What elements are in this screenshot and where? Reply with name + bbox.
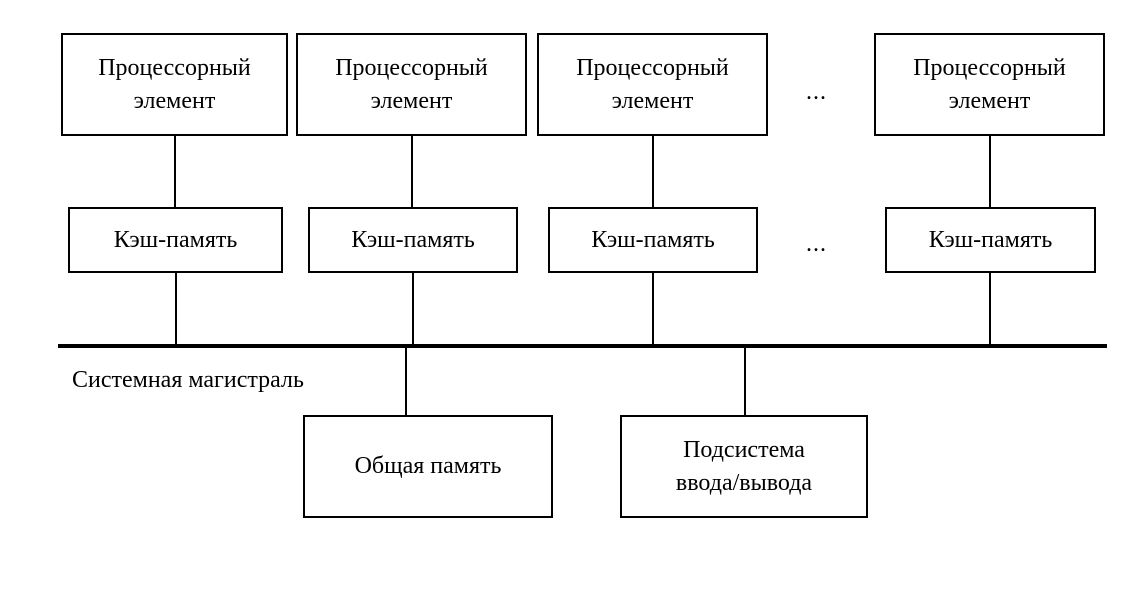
node-label-line1: Процессорный [913,55,1066,82]
connector-cache3-to-bus [652,273,654,346]
system-bus-label: Системная магистраль [72,367,304,393]
system-bus-line [58,344,1107,348]
node-label-line1: Общая память [354,453,502,480]
connector-bus-to-shared-memory [405,346,407,415]
node-label-line1: Кэш-память [351,226,475,253]
node-label-line1: Подсистема [683,437,805,464]
node-cache-memory-1[interactable]: Кэш-память [68,207,283,273]
node-label-line1: Процессорный [98,55,251,82]
connector-cache2-to-bus [412,273,414,346]
node-label-line2: элемент [133,87,216,114]
node-label-line1: Кэш-память [113,226,238,253]
node-processor-element-3[interactable]: Процессорный элемент [537,33,768,136]
node-label-line2: ввода/вывода [675,469,813,496]
node-cache-memory-3[interactable]: Кэш-память [548,207,758,273]
node-label-line1: Кэш-память [591,226,715,253]
node-processor-element-2[interactable]: Процессорный элемент [296,33,527,136]
connector-pe4-to-cache4 [989,136,991,207]
connector-bus-to-io-subsystem [744,346,746,415]
ellipsis-cache-row: ... [806,231,827,257]
node-label-line2: элемент [611,87,694,114]
node-io-subsystem[interactable]: Подсистема ввода/вывода [620,415,868,518]
connector-cache4-to-bus [989,273,991,346]
node-cache-memory-2[interactable]: Кэш-память [308,207,518,273]
node-label-line1: Процессорный [335,55,488,82]
node-label-line2: элемент [370,87,453,114]
node-cache-memory-4[interactable]: Кэш-память [885,207,1096,273]
ellipsis-processor-row: ... [806,79,827,105]
node-label-line2: элемент [948,87,1031,114]
node-shared-memory[interactable]: Общая память [303,415,553,518]
node-label-line1: Процессорный [576,55,729,82]
connector-cache1-to-bus [175,273,177,346]
node-label-line1: Кэш-память [928,226,1053,253]
connector-pe2-to-cache2 [411,136,413,207]
connector-pe3-to-cache3 [652,136,654,207]
connector-pe1-to-cache1 [174,136,176,207]
node-processor-element-1[interactable]: Процессорный элемент [61,33,288,136]
node-processor-element-4[interactable]: Процессорный элемент [874,33,1105,136]
